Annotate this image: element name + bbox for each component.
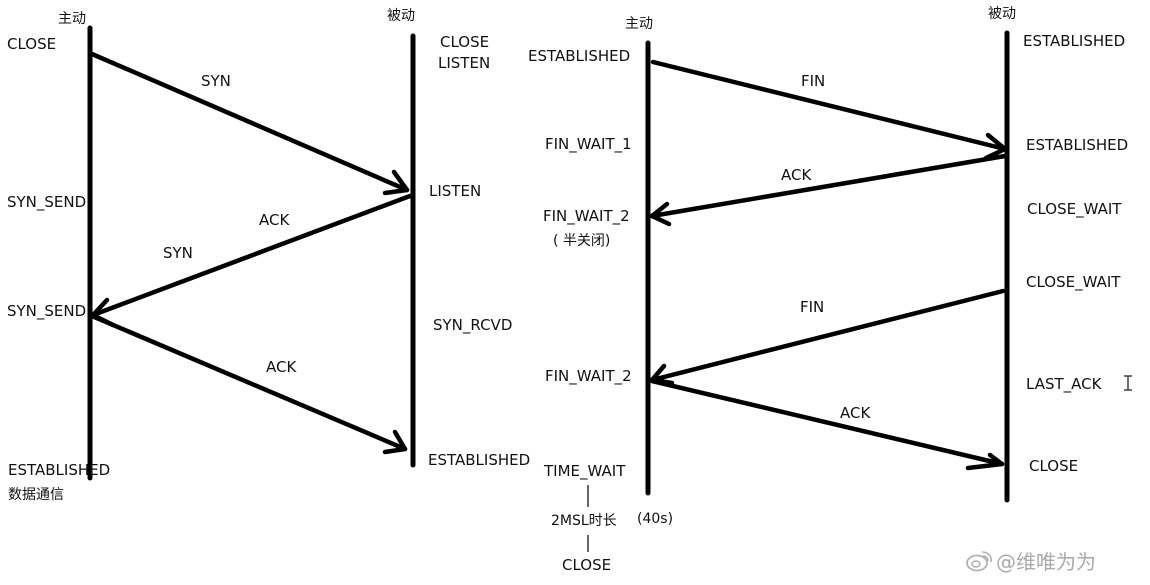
right-active-state-established: ESTABLISHED — [528, 47, 631, 65]
right-message-fin-1: FIN — [801, 72, 826, 90]
right-active-state-fin-wait-1: FIN_WAIT_1 — [545, 135, 632, 153]
right-passive-state-established-2: ESTABLISHED — [1026, 136, 1129, 154]
right-passive-state-close: CLOSE — [1029, 457, 1079, 475]
ack-arrow-2 — [649, 378, 1005, 471]
left-message-ack-2: ACK — [266, 358, 297, 376]
fin-arrow-1 — [650, 59, 1008, 161]
watermark-text: @维唯为为 — [996, 550, 1096, 574]
left-passive-state-close: CLOSE — [440, 33, 490, 51]
left-message-syn-2: SYN — [163, 244, 193, 262]
right-half-close-note: ( 半关闭) — [553, 233, 611, 249]
left-active-state-syn-send-1: SYN_SEND — [7, 193, 87, 211]
left-active-header: 主动 — [58, 11, 86, 27]
right-passive-header: 被动 — [988, 6, 1016, 22]
right-message-ack-2: ACK — [840, 404, 871, 422]
left-passive-state-syn-rcvd: SYN_RCVD — [433, 316, 513, 334]
syn-arrow — [89, 51, 410, 196]
left-message-syn: SYN — [201, 72, 231, 90]
left-passive-state-listen-1: LISTEN — [438, 54, 491, 72]
right-active-state-time-wait: TIME_WAIT — [544, 462, 626, 480]
left-active-state-syn-send-2: SYN_SEND — [7, 302, 87, 320]
right-timer-value: (40s) — [637, 511, 674, 527]
left-passive-state-listen-2: LISTEN — [429, 182, 482, 200]
right-timer-label: 2MSL时长 — [551, 513, 617, 529]
weibo-logo-icon — [966, 551, 992, 572]
left-message-ack: ACK — [259, 211, 290, 229]
right-active-state-fin-wait-2-a: FIN_WAIT_2 — [543, 207, 630, 225]
fin-arrow-2 — [649, 288, 1006, 386]
left-passive-header: 被动 — [387, 8, 415, 24]
left-passive-state-established: ESTABLISHED — [428, 451, 531, 469]
right-passive-state-established-1: ESTABLISHED — [1023, 32, 1126, 50]
right-passive-state-last-ack: LAST_ACK — [1026, 375, 1102, 393]
right-final-state-close: CLOSE — [562, 556, 612, 574]
right-passive-state-close-wait-2: CLOSE_WAIT — [1026, 273, 1121, 291]
right-active-header: 主动 — [625, 16, 653, 32]
left-active-state-established: ESTABLISHED — [8, 461, 111, 479]
right-passive-state-close-wait-1: CLOSE_WAIT — [1027, 200, 1122, 218]
text-cursor-icon — [1124, 375, 1132, 391]
right-active-state-fin-wait-2-b: FIN_WAIT_2 — [545, 367, 632, 385]
right-message-fin-2: FIN — [800, 298, 825, 316]
ack-arrow-1 — [649, 153, 1008, 227]
left-active-state-close: CLOSE — [7, 35, 57, 53]
right-message-ack-1: ACK — [781, 166, 812, 184]
ack-arrow — [89, 313, 408, 455]
syn-ack-arrow — [90, 193, 413, 328]
left-active-note: 数据通信 — [8, 487, 64, 503]
